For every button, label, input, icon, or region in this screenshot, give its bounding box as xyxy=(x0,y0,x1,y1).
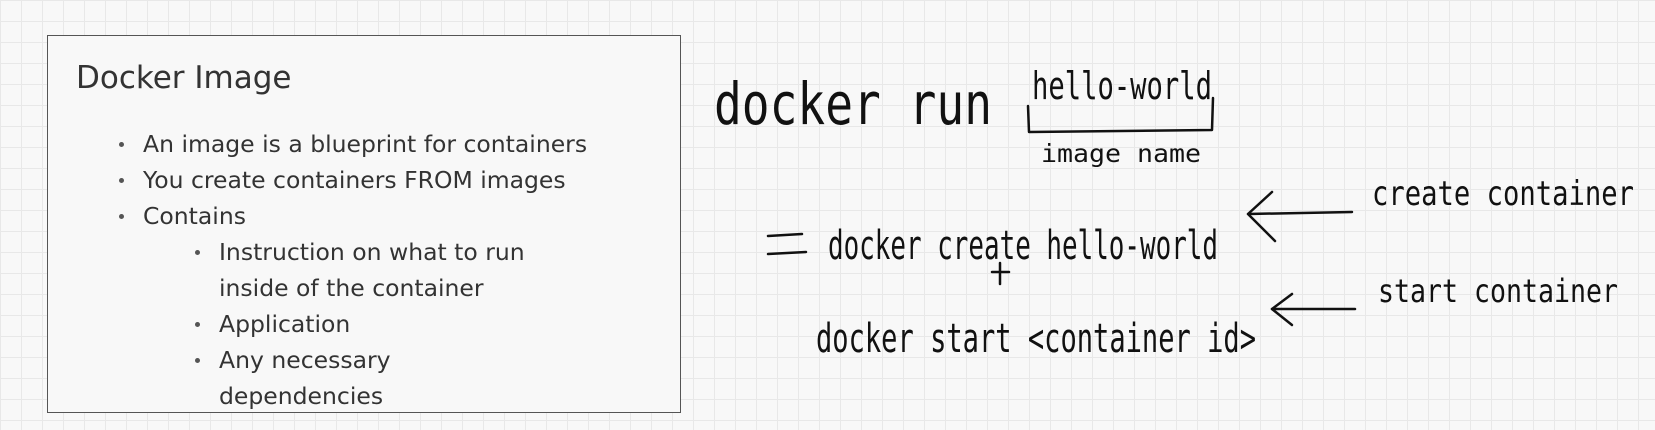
create-note-text: create container xyxy=(1372,174,1634,214)
equals-top xyxy=(766,232,804,238)
bullet-item: Contains Instruction on what to run insi… xyxy=(118,198,587,414)
start-note-text: start container xyxy=(1378,272,1618,310)
sub-bullet-item: Application xyxy=(195,306,549,342)
bullet-item: An image is a blueprint for containers xyxy=(118,126,587,162)
bullet-item-label: Contains xyxy=(143,202,246,230)
bullet-list: An image is a blueprint for containers Y… xyxy=(118,126,587,414)
arrow-start-head xyxy=(1270,292,1294,327)
note-card: Docker Image An image is a blueprint for… xyxy=(47,35,681,413)
sub-bullet-item: Any necessary dependencies xyxy=(195,342,549,414)
card-title: Docker Image xyxy=(76,60,292,96)
arrow-create-line xyxy=(1246,210,1354,216)
arrow-create-head xyxy=(1246,190,1277,243)
equals-bottom xyxy=(766,250,808,256)
image-caption-text: image name xyxy=(1041,139,1201,168)
image-name-text: hello-world xyxy=(1032,64,1212,108)
start-command-text: docker start <container id> xyxy=(816,316,1256,362)
bullet-item: You create containers FROM images xyxy=(118,162,587,198)
underline-bracket xyxy=(1026,96,1215,134)
sub-bullet-list: Instruction on what to run inside of the… xyxy=(143,234,587,414)
create-command-text: docker create hello-world xyxy=(828,223,1218,269)
run-command-text: docker run xyxy=(714,70,992,138)
sub-bullet-item: Instruction on what to run inside of the… xyxy=(195,234,549,306)
